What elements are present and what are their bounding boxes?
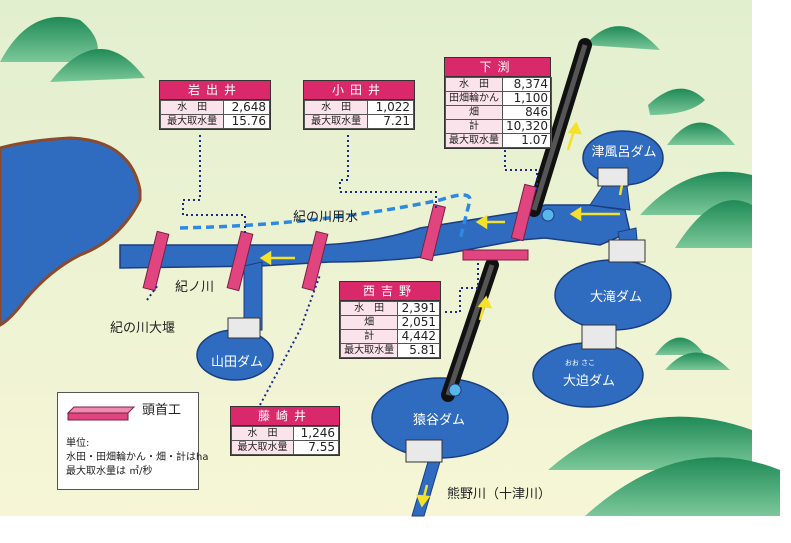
headworks-odai bbox=[419, 203, 446, 262]
intake-name: 岩出井 bbox=[160, 81, 270, 100]
leader-nishiyoshino bbox=[445, 262, 479, 313]
row-value: 1.07 bbox=[502, 133, 552, 148]
leader-lines bbox=[146, 135, 538, 406]
row-value: 846 bbox=[502, 105, 552, 120]
row-value: 10,320 bbox=[502, 119, 552, 134]
intake-name: 下渕 bbox=[445, 58, 550, 77]
intake-name: 藤崎井 bbox=[231, 407, 339, 426]
row-label: 水 田 bbox=[159, 100, 225, 115]
intake-name: 西吉野 bbox=[340, 282, 440, 301]
row-value: 2,648 bbox=[223, 100, 270, 115]
pipe-junction bbox=[541, 208, 555, 222]
osako-dam-label: 大迫ダム bbox=[562, 374, 615, 389]
row-value: 2,051 bbox=[397, 315, 440, 330]
row-value: 1,022 bbox=[367, 100, 414, 115]
nishiyoshino-pipeline bbox=[445, 264, 495, 396]
pipe-junction bbox=[448, 383, 462, 397]
legend: 頭首工 単位: 水田・田畑輪かん・畑・計はha 最大取水量は ㎥/秒 bbox=[57, 392, 208, 490]
mountain bbox=[675, 200, 752, 248]
intake-name: 小田井 bbox=[304, 81, 414, 100]
headworks-fujisaki bbox=[301, 230, 329, 292]
sarutani-dam-body bbox=[405, 439, 443, 463]
mountain bbox=[655, 337, 705, 355]
mountain bbox=[548, 416, 752, 470]
row-label: 水 田 bbox=[339, 301, 399, 316]
row-value: 8,374 bbox=[502, 77, 552, 92]
mountain bbox=[585, 26, 660, 50]
legend-unit-area: 水田・田畑輪かん・畑・計はha bbox=[66, 452, 209, 463]
mountain bbox=[667, 122, 735, 145]
legend-unit-flow: 最大取水量は ㎥/秒 bbox=[66, 466, 153, 477]
row-value: 7.55 bbox=[293, 440, 339, 455]
sarutani-dam-label: 猿谷ダム bbox=[412, 413, 465, 428]
row-label: 最大取水量 bbox=[339, 343, 399, 358]
headworks-nishiyoshino bbox=[462, 249, 529, 261]
row-label: 畑 bbox=[339, 315, 399, 330]
leader-shimobuchi bbox=[504, 150, 538, 190]
kinokawa-label: 紀ノ川 bbox=[175, 280, 215, 295]
kinokawa-canal bbox=[179, 193, 472, 241]
headworks-shimobuchi bbox=[510, 183, 537, 242]
tsuburo-dam-body bbox=[597, 167, 629, 187]
yamada-dam-label: 山田ダム bbox=[210, 355, 263, 370]
osako-dam-body bbox=[581, 324, 617, 350]
dam-structures bbox=[227, 167, 646, 463]
row-value: 5.81 bbox=[397, 343, 440, 358]
canal-label: 紀の川用水 bbox=[293, 210, 359, 225]
mountains bbox=[0, 16, 780, 516]
leader-fujisaki bbox=[259, 274, 321, 406]
legend-headworks-label: 頭首工 bbox=[142, 403, 182, 418]
shimobuchi-pipeline bbox=[531, 44, 588, 211]
headworks-legend-icon bbox=[66, 406, 136, 421]
row-value: 2,391 bbox=[397, 301, 440, 316]
pipelines bbox=[441, 38, 592, 402]
mountain bbox=[648, 88, 705, 115]
row-label: 最大取水量 bbox=[231, 440, 294, 455]
kinokawa-weir-label: 紀の川大堰 bbox=[110, 321, 176, 336]
row-label: 計 bbox=[445, 119, 503, 134]
headworks-weir bbox=[142, 230, 170, 292]
kumano-label: 熊野川（十津川） bbox=[447, 487, 552, 502]
flow-arrows bbox=[259, 121, 624, 508]
row-label: 計 bbox=[339, 329, 399, 344]
row-label: 最大取水量 bbox=[303, 114, 369, 129]
yamada-dam-body bbox=[227, 317, 261, 339]
osako-ruby: おお さこ bbox=[564, 359, 596, 367]
row-label: 最大取水量 bbox=[159, 114, 225, 129]
leader-weir bbox=[146, 284, 159, 301]
mountain bbox=[50, 48, 145, 82]
row-value: 1,100 bbox=[502, 91, 552, 106]
otaki-dam-label: 大滝ダム bbox=[589, 290, 642, 305]
row-label: 最大取水量 bbox=[445, 133, 503, 148]
row-label: 水 田 bbox=[303, 100, 369, 115]
otaki-dam-body bbox=[608, 239, 646, 263]
row-label: 畑 bbox=[445, 105, 503, 120]
row-value: 1,246 bbox=[293, 426, 339, 441]
flow-arrow bbox=[618, 184, 624, 196]
headworks bbox=[142, 183, 537, 292]
row-value: 15.76 bbox=[223, 114, 270, 129]
tsuburo-dam-label: 津風呂ダム bbox=[591, 145, 657, 160]
row-label: 水 田 bbox=[445, 77, 503, 92]
row-value: 7.21 bbox=[367, 114, 414, 129]
mountain bbox=[0, 16, 98, 62]
headworks-iwade bbox=[226, 230, 254, 292]
row-value: 4,442 bbox=[397, 329, 440, 344]
row-label: 水 田 bbox=[231, 426, 294, 441]
row-label: 田畑輪かん bbox=[445, 91, 503, 106]
legend-unit-title: 単位: bbox=[66, 438, 90, 449]
mountain bbox=[585, 457, 780, 516]
mountain bbox=[665, 352, 730, 370]
